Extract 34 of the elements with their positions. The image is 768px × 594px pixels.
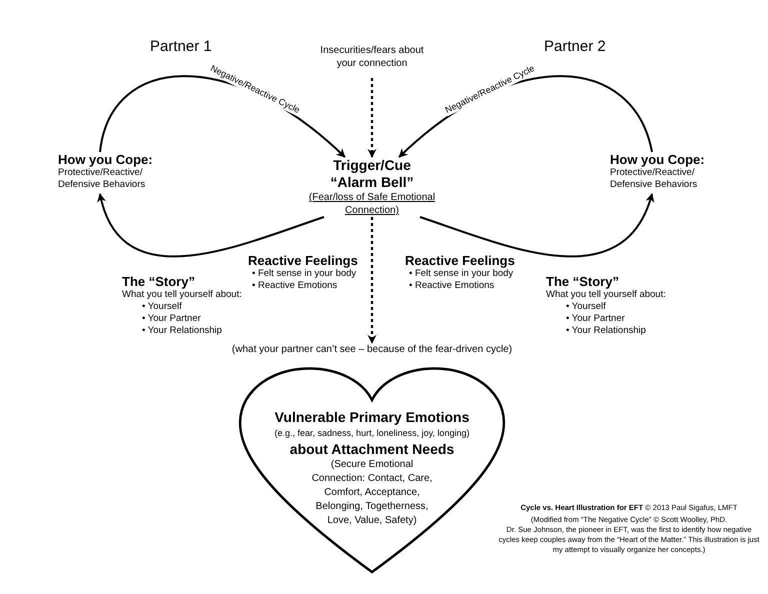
node-title: Reactive Feelings [405,253,516,268]
node-text: (what your partner can’t see – because of the fear-driven cycle) [230,343,514,356]
bullet-item: • Felt sense in your body [251,268,358,280]
node-text: What you tell yourself about: [122,289,243,301]
node-text: Insecurities/fears about your connection [319,44,425,70]
node-title: The “Story” [546,274,620,289]
node-text: (Secure Emotional Connection: Contact, Care, Comfort, Acceptance, Belonging, Togetherness, Love, Value, Safety) [310,458,434,528]
node-title: Trigger/Cue “Alarm Bell” [329,157,415,191]
node-text: Protective/Reactive/ Defensive Behaviors [610,167,698,191]
bullet-item: • Your Partner [565,313,626,325]
bullet-item: • Reactive Emotions [251,280,338,292]
dashed-arrow [368,78,376,158]
bullet-item: • Your Relationship [141,325,223,337]
node-title: How you Cope: [58,152,154,167]
partner-label: Partner 1 [150,37,212,57]
curved-arrow [98,193,324,258]
bullet-item: • Your Partner [141,313,202,325]
dashed-arrow [368,217,376,344]
bullet-item: • Felt sense in your body [408,268,514,280]
node-text: Protective/Reactive/ Defensive Behaviors [58,167,146,191]
node-text: (Fear/loss of Safe Emotional Connection) [308,191,436,217]
node-title: Reactive Feelings [248,253,359,268]
node-title: The “Story” [122,274,196,289]
bullet-item: • Yourself [141,301,183,313]
node-title: about Attachment Needs [288,440,456,458]
bullet-item: • Your Relationship [565,325,647,337]
node-title: Vulnerable Primary Emotions [274,408,470,426]
partner-label: Partner 2 [544,37,606,57]
bullet-item: • Reactive Emotions [408,280,496,292]
bullet-item: • Yourself [565,301,607,313]
node-title: How you Cope: [610,152,706,167]
curved-arrow [420,193,654,258]
node-text: What you tell yourself about: [546,289,667,301]
node-text: (e.g., fear, sadness, hurt, loneliness, joy, longing) [274,427,470,440]
